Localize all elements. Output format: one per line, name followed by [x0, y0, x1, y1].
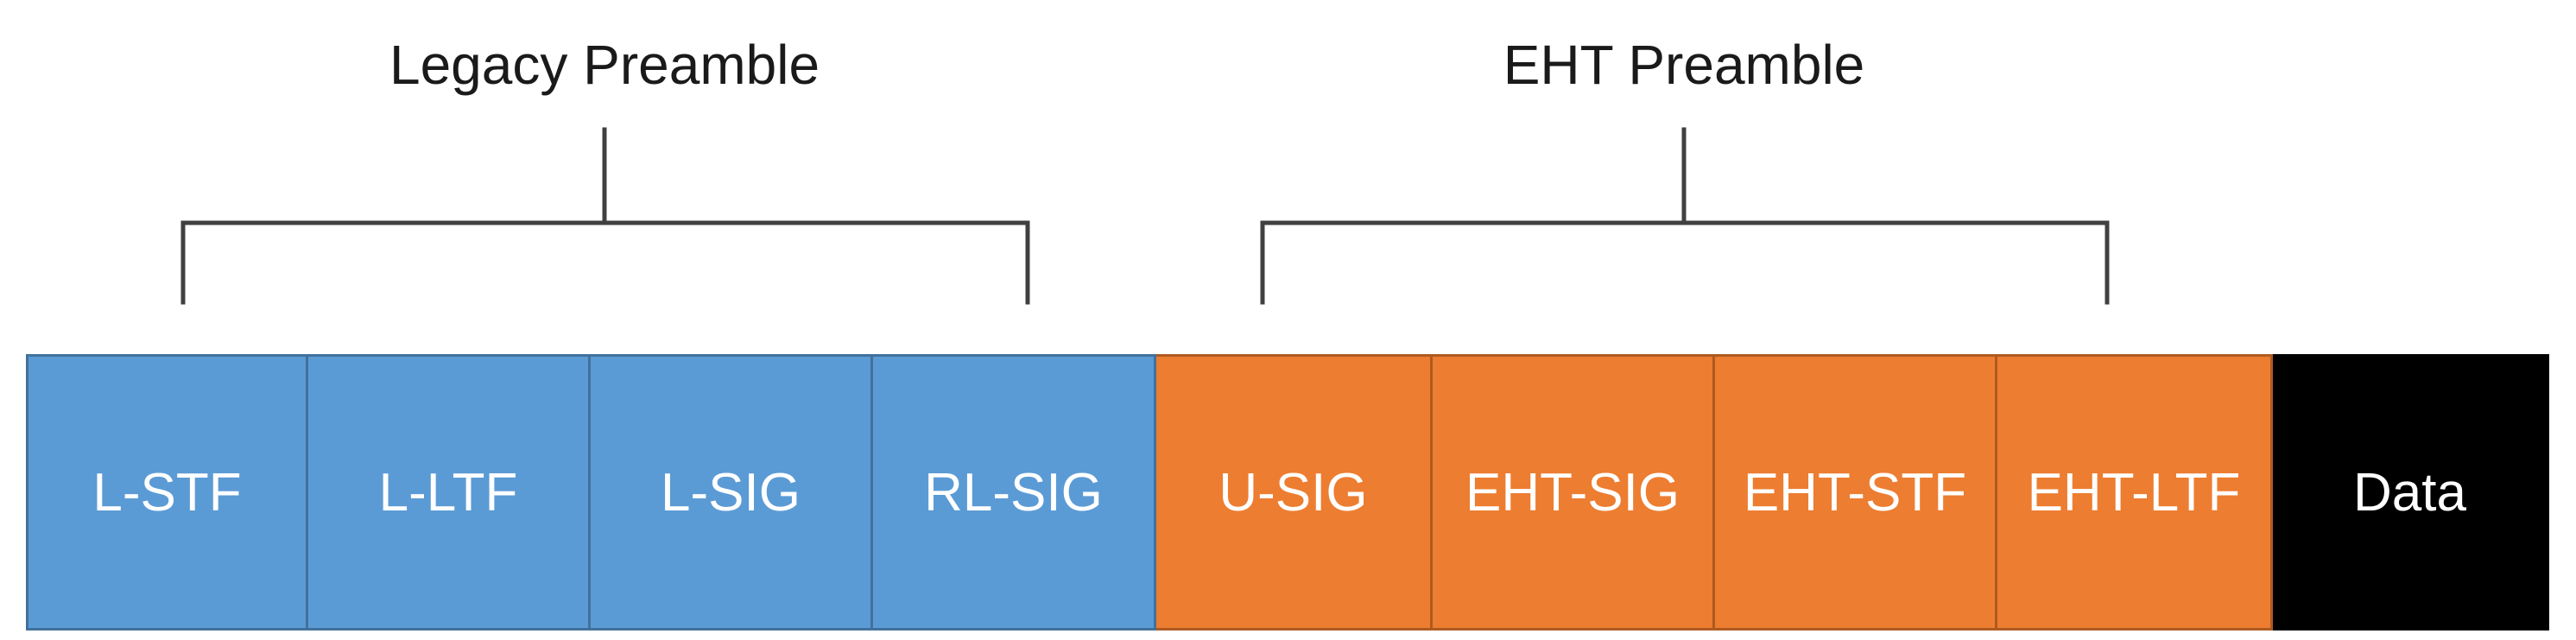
eht-ppdu-frame: L-STF L-LTF L-SIG RL-SIG U-SIG EHT-SIG E…	[26, 354, 2549, 630]
field-eht-ltf: EHT-LTF	[1997, 354, 2273, 630]
eht-preamble-label: EHT Preamble	[1503, 34, 1865, 96]
field-l-stf: L-STF	[26, 354, 308, 630]
field-l-sig: L-SIG	[591, 354, 873, 630]
field-rl-sig: RL-SIG	[873, 354, 1156, 630]
field-data: Data	[2273, 354, 2549, 630]
eht-preamble-bracket	[1260, 127, 2110, 305]
field-u-sig: U-SIG	[1156, 354, 1433, 630]
legacy-preamble-bracket	[180, 127, 1030, 305]
field-eht-sig: EHT-SIG	[1433, 354, 1715, 630]
legacy-preamble-label: Legacy Preamble	[389, 34, 820, 96]
field-l-ltf: L-LTF	[308, 354, 591, 630]
field-eht-stf: EHT-STF	[1715, 354, 1997, 630]
